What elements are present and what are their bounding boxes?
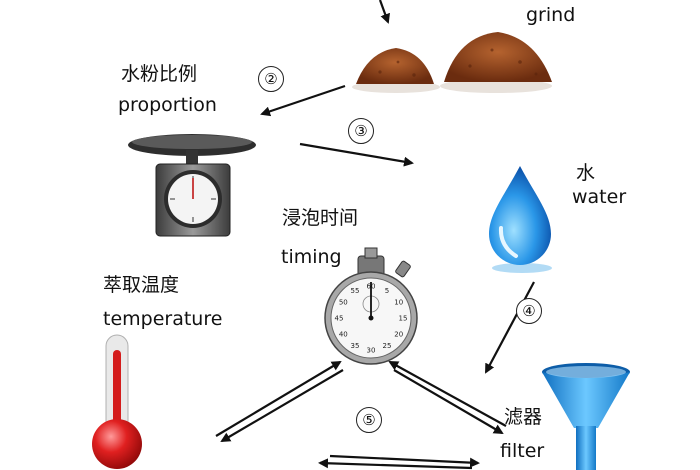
proportion-en-label: proportion [118, 94, 217, 116]
arrow-thermo-to-watch-a [215, 360, 342, 437]
stopwatch-number: 40 [339, 331, 348, 339]
stopwatch-number: 50 [339, 299, 348, 307]
stopwatch-number: 15 [399, 315, 408, 323]
arrow-step-4 [485, 281, 535, 374]
coffee-grounds-icon [352, 32, 552, 93]
stopwatch-icon: 60510152025303540455055 [324, 247, 418, 365]
temperature-en-label: temperature [103, 308, 223, 330]
proportion-cn-label: 水粉比例 [121, 63, 198, 85]
arrow-bottom-left [318, 458, 473, 470]
filter-en-label: filter [500, 440, 545, 462]
arrow-bottom-right [329, 454, 480, 468]
arrow-filter-to-watch-a [388, 361, 507, 427]
arrow-step-3 [299, 142, 414, 167]
stopwatch-number: 20 [394, 331, 403, 339]
timing-en-label: timing [281, 246, 342, 268]
timing-cn-label: 浸泡时间 [282, 207, 359, 229]
stopwatch-number: 35 [351, 342, 360, 350]
grind-label: grind [526, 4, 576, 26]
arrow-step-2 [260, 84, 346, 117]
arrow-watch-to-thermo-b [220, 369, 344, 443]
water-en-label: water [572, 186, 627, 208]
arrow-watch-to-filter-b [393, 369, 504, 435]
stopwatch-number: 55 [351, 287, 360, 295]
water-cn-label: 水 [576, 162, 596, 184]
stopwatch-number: 5 [385, 287, 389, 295]
scale-icon [128, 134, 256, 237]
step-3-badge: ③ [348, 118, 374, 144]
filter-cn-label: 滤器 [504, 406, 543, 428]
funnel-icon [542, 363, 630, 470]
arrow-into-grind [378, 0, 390, 24]
temperature-cn-label: 萃取温度 [103, 274, 180, 296]
step-4-badge: ④ [516, 298, 542, 324]
stopwatch-number: 30 [367, 347, 376, 355]
thermometer-icon [92, 334, 142, 469]
water-drop-icon [489, 166, 552, 273]
stopwatch-number: 45 [335, 315, 344, 323]
stopwatch-number: 25 [383, 342, 392, 350]
flow-arrows [215, 0, 535, 470]
step-5-badge: ⑤ [356, 407, 382, 433]
stopwatch-number: 10 [394, 299, 403, 307]
step-2-badge: ② [258, 66, 284, 92]
